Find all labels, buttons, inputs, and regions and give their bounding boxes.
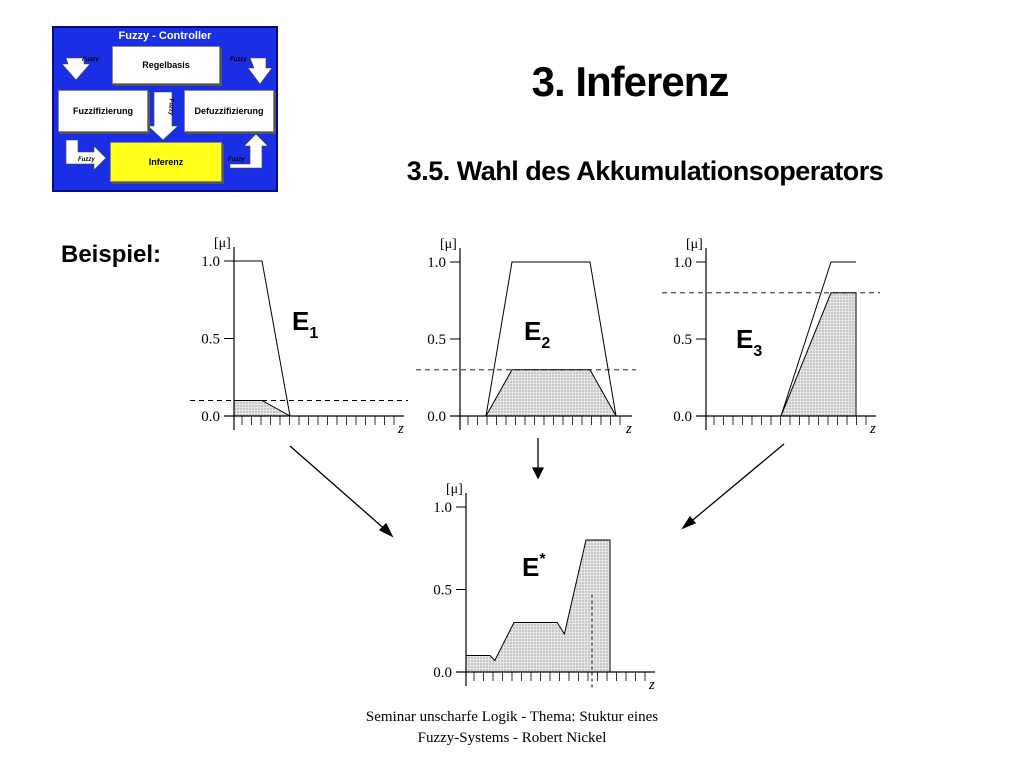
arrow-down-icon	[61, 57, 91, 81]
defuzzification-box: Defuzzifizierung	[184, 90, 274, 132]
fuzzy-controller-diagram: Fuzzy - Controller Regelbasis Fuzzifizie…	[52, 26, 278, 192]
arrow-right-icon	[65, 139, 107, 171]
arrow-label: Fuzzy	[78, 157, 95, 163]
example-label: Beispiel:	[61, 241, 162, 268]
page-subtitle: 3.5. Wahl des Akkumulationsoperators	[406, 156, 884, 186]
y-tick-label: 0.5	[201, 332, 220, 348]
page-title: 3. Inferenz	[531, 58, 730, 105]
x-axis-label: z	[648, 677, 655, 693]
membership-line	[485, 261, 617, 417]
x-axis-label: z	[625, 421, 632, 437]
arrowhead-icon	[531, 467, 545, 480]
controller-arrows	[61, 57, 273, 171]
y-tick-label: 0.5	[433, 583, 452, 599]
arrow-down-icon	[147, 91, 179, 141]
y-tick-label: 0.0	[433, 665, 452, 681]
arrow-down-icon	[247, 57, 273, 85]
set-label: E3	[736, 324, 762, 360]
accumulated-area	[233, 400, 292, 417]
accumulated-area	[485, 369, 617, 417]
rule-base-box: Regelbasis	[112, 46, 220, 84]
y-tick-label: 0.0	[201, 409, 220, 425]
y-tick-label: 0.0	[673, 409, 692, 425]
y-tick-label: 1.0	[427, 255, 446, 271]
set-label: E2	[524, 316, 550, 352]
membership-line	[780, 261, 856, 417]
fuzzification-box: Fuzzifizierung	[58, 90, 148, 132]
y-unit-label: [μ]	[446, 482, 463, 497]
accumulated-area	[780, 292, 857, 417]
set-label: E*	[522, 551, 546, 582]
y-unit-label: [μ]	[214, 236, 231, 251]
arrow-e1-to-result	[289, 445, 389, 533]
y-tick-label: 1.0	[201, 254, 220, 270]
x-axis-label: z	[869, 421, 876, 437]
membership-line	[234, 260, 291, 417]
y-unit-label: [μ]	[686, 237, 703, 252]
inference-box: Inferenz	[110, 142, 222, 182]
y-unit-label: [μ]	[440, 237, 457, 252]
y-tick-label: 1.0	[673, 255, 692, 271]
footer-text: Seminar unscharfe Logik - Thema: Stuktur…	[365, 709, 659, 746]
arrowhead-icon	[378, 522, 394, 538]
arrowhead-icon	[681, 515, 697, 530]
set-label: E1	[292, 306, 318, 342]
y-tick-label: 1.0	[433, 500, 452, 516]
arrow-label: Fuzzy	[228, 157, 245, 163]
arrow-up-icon	[229, 133, 269, 169]
y-tick-label: 0.5	[427, 332, 446, 348]
controller-title: Fuzzy - Controller	[118, 30, 212, 42]
arrow-e3-to-result	[687, 443, 785, 525]
x-axis-label: z	[397, 421, 404, 437]
arrow-label: Fuzzy	[82, 57, 99, 63]
accumulated-area	[465, 539, 611, 673]
y-tick-label: 0.0	[427, 409, 446, 425]
arrow-label: Fuzzy	[230, 57, 247, 63]
y-tick-label: 0.5	[673, 332, 692, 348]
